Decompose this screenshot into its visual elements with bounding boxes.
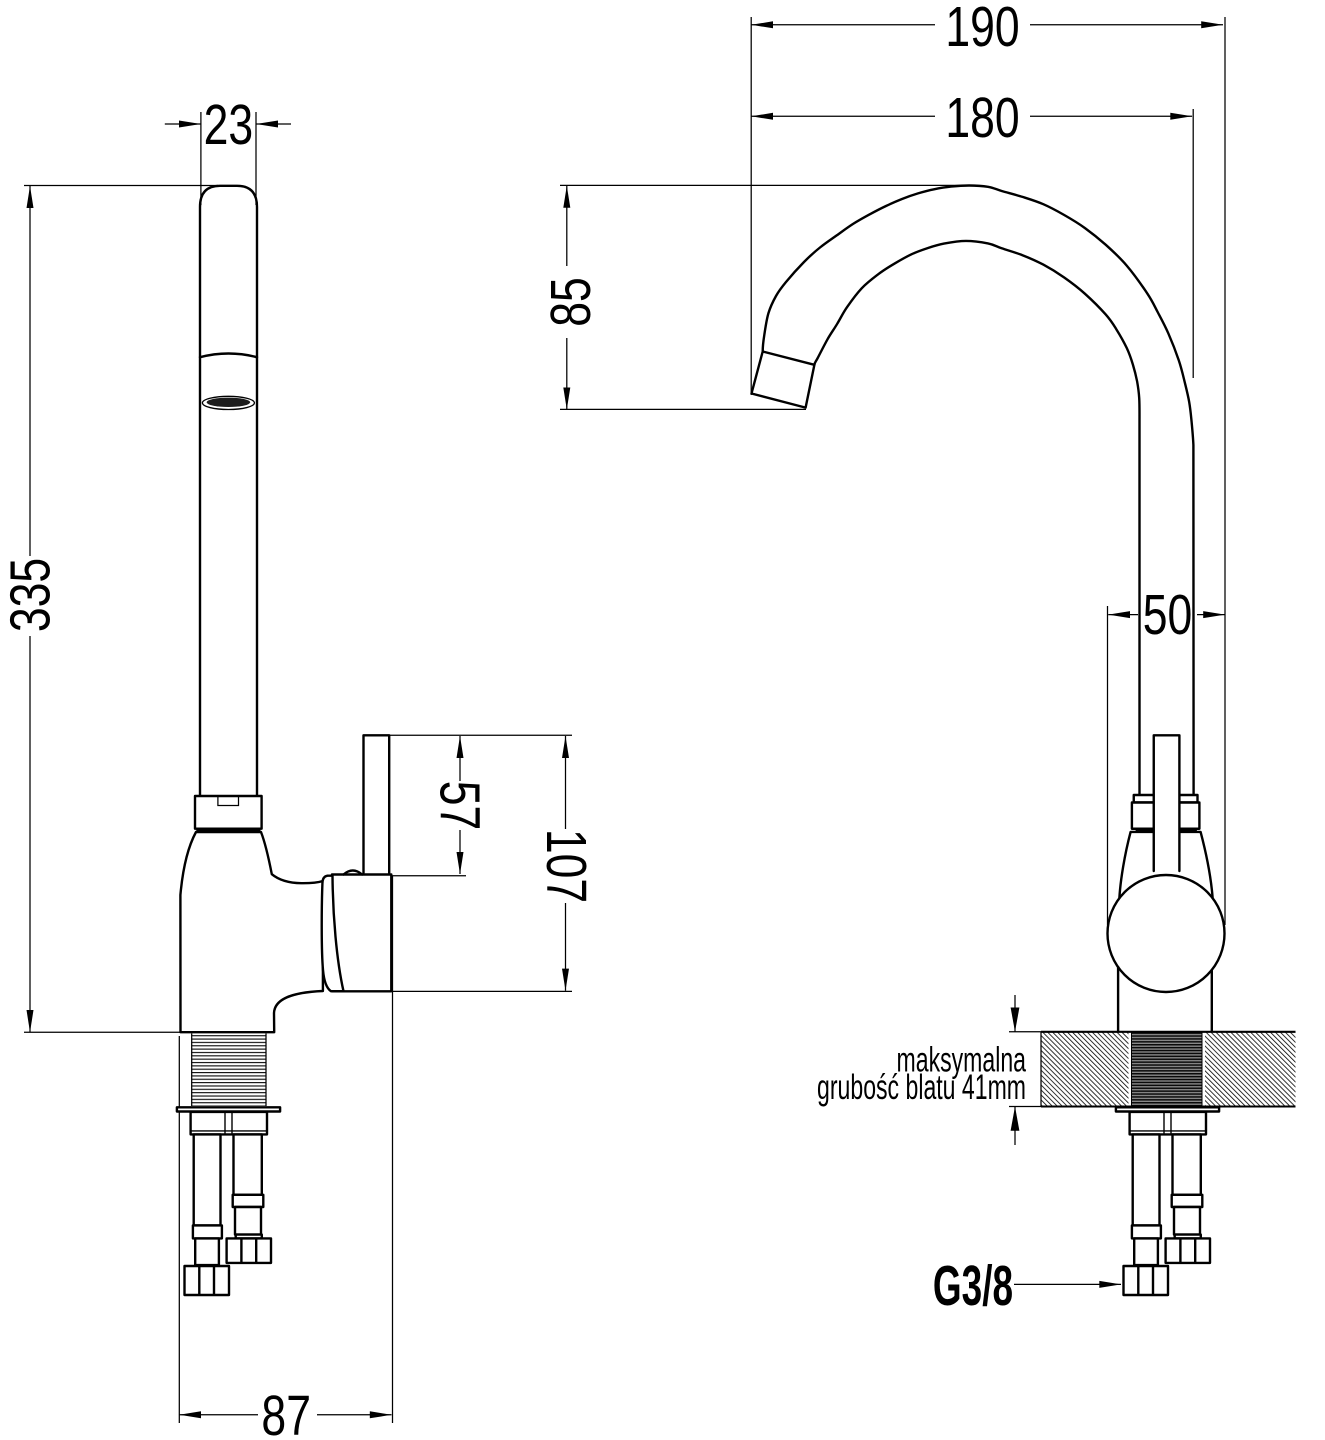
- svg-text:50: 50: [1143, 583, 1193, 646]
- svg-text:87: 87: [261, 1384, 311, 1440]
- svg-text:180: 180: [945, 86, 1019, 149]
- svg-text:57: 57: [428, 781, 491, 831]
- svg-text:190: 190: [945, 0, 1019, 58]
- svg-text:grubość blatu 41mm: grubość blatu 41mm: [817, 1068, 1026, 1107]
- svg-text:335: 335: [0, 558, 62, 632]
- svg-text:maksymalna: maksymalna: [897, 1040, 1027, 1079]
- svg-text:23: 23: [204, 93, 254, 156]
- svg-text:G3/8: G3/8: [933, 1255, 1013, 1318]
- svg-text:107: 107: [535, 829, 598, 903]
- svg-text:85: 85: [539, 277, 602, 327]
